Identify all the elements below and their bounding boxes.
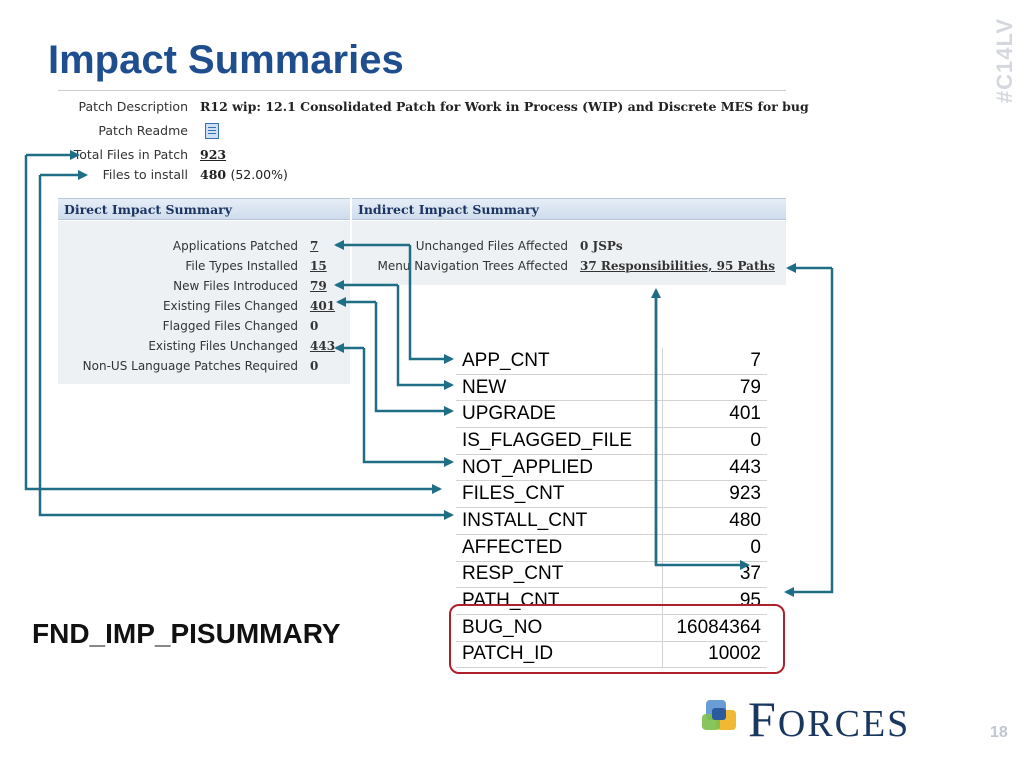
column-value-cell: 95 bbox=[662, 587, 767, 615]
patch-impact-panel: Patch Description R12 wip: 12.1 Consolid… bbox=[58, 90, 809, 386]
arrow-not-applied bbox=[362, 348, 454, 467]
table-name-label: FND_IMP_PISUMMARY bbox=[32, 618, 341, 649]
arrow-install-cnt bbox=[38, 175, 454, 520]
direct-impact-label: New Files Introduced bbox=[173, 279, 298, 293]
column-value-cell: 0 bbox=[662, 427, 767, 455]
patch-readme-label: Patch Readme bbox=[98, 123, 188, 138]
indirect-impact-body bbox=[352, 221, 786, 285]
column-name-cell: BUG_NO bbox=[456, 614, 663, 642]
total-files-link[interactable]: 923 bbox=[200, 147, 227, 162]
direct-impact-label: Existing Files Changed bbox=[162, 299, 298, 313]
column-name-cell: UPGRADE bbox=[456, 400, 663, 429]
direct-impact-label: Existing Files Unchanged bbox=[148, 339, 298, 353]
divider bbox=[58, 90, 786, 91]
brand-name: FORCES bbox=[748, 690, 910, 748]
brand-initial: F bbox=[748, 691, 778, 747]
column-value-cell: 79 bbox=[662, 374, 767, 402]
files-to-install-label: Files to install bbox=[102, 167, 188, 182]
column-name-cell: PATCH_ID bbox=[456, 641, 663, 669]
direct-impact-header: Direct Impact Summary bbox=[58, 198, 350, 220]
direct-impact-label: File Types Installed bbox=[185, 259, 298, 273]
page-number: 18 bbox=[990, 724, 1008, 741]
direct-impact-link[interactable]: 401 bbox=[310, 299, 336, 313]
direct-impact-link[interactable]: 443 bbox=[310, 339, 336, 353]
arrow-resp-cnt bbox=[654, 290, 750, 570]
brand-rest: ORCES bbox=[777, 703, 911, 745]
column-name-cell: AFFECTED bbox=[456, 534, 663, 562]
direct-impact-body bbox=[58, 221, 350, 384]
readme-icon[interactable] bbox=[205, 123, 219, 139]
direct-impact-label: Non-US Language Patches Required bbox=[82, 359, 298, 373]
direct-impact-link[interactable]: 15 bbox=[310, 259, 327, 273]
direct-impact-label: Flagged Files Changed bbox=[162, 319, 298, 333]
direct-impact-label: Applications Patched bbox=[172, 239, 298, 253]
patch-description-label: Patch Description bbox=[78, 99, 189, 114]
column-value-cell: 480 bbox=[662, 507, 767, 535]
column-name-cell: FILES_CNT bbox=[456, 480, 663, 509]
bug-patch-highlight bbox=[449, 604, 785, 674]
column-value-cell: 16084364 bbox=[662, 614, 767, 642]
menu-navigation-link[interactable]: 37 Responsibilities, 95 Paths bbox=[580, 259, 775, 273]
indirect-impact-header: Indirect Impact Summary bbox=[352, 198, 786, 220]
menu-navigation-label: Menu Navigation Trees Affected bbox=[377, 259, 568, 273]
unchanged-files-value: 0 JSPs bbox=[580, 239, 623, 253]
column-value-cell: 7 bbox=[662, 348, 767, 375]
arrow-app-cnt bbox=[408, 245, 454, 364]
unchanged-files-label: Unchanged Files Affected bbox=[415, 239, 568, 253]
slide-title: Impact Summaries bbox=[48, 38, 404, 82]
total-files-label: Total Files in Patch bbox=[73, 147, 188, 162]
arrow-files-cnt bbox=[24, 155, 442, 494]
column-value-cell: 401 bbox=[662, 400, 767, 429]
column-name-cell: NOT_APPLIED bbox=[456, 454, 663, 482]
arrow-upgrade bbox=[374, 302, 454, 416]
column-name-cell: INSTALL_CNT bbox=[456, 507, 663, 535]
patch-description-value: R12 wip: 12.1 Consolidated Patch for Wor… bbox=[200, 99, 809, 114]
files-to-install-count: 480 bbox=[200, 167, 227, 182]
direct-impact-value: 0 bbox=[310, 359, 319, 373]
forces-logo-icon bbox=[702, 700, 736, 730]
column-name-cell: APP_CNT bbox=[456, 348, 663, 375]
direct-impact-link[interactable]: 79 bbox=[310, 279, 327, 293]
files-to-install-pct: (52.00%) bbox=[230, 167, 288, 182]
column-value-cell: 0 bbox=[662, 534, 767, 562]
column-value-cell: 10002 bbox=[662, 641, 767, 669]
direct-impact-value: 0 bbox=[310, 319, 319, 333]
arrow-path-cnt bbox=[784, 268, 834, 597]
arrow-new bbox=[396, 285, 454, 390]
column-name-cell: IS_FLAGGED_FILE bbox=[456, 427, 663, 455]
column-value-cell: 443 bbox=[662, 454, 767, 482]
column-name-cell: RESP_CNT bbox=[456, 561, 663, 589]
direct-impact-link[interactable]: 7 bbox=[310, 239, 319, 253]
column-value-cell: 923 bbox=[662, 480, 767, 509]
files-to-install-value: 480 (52.00%) bbox=[200, 167, 288, 182]
column-name-cell: NEW bbox=[456, 374, 663, 402]
